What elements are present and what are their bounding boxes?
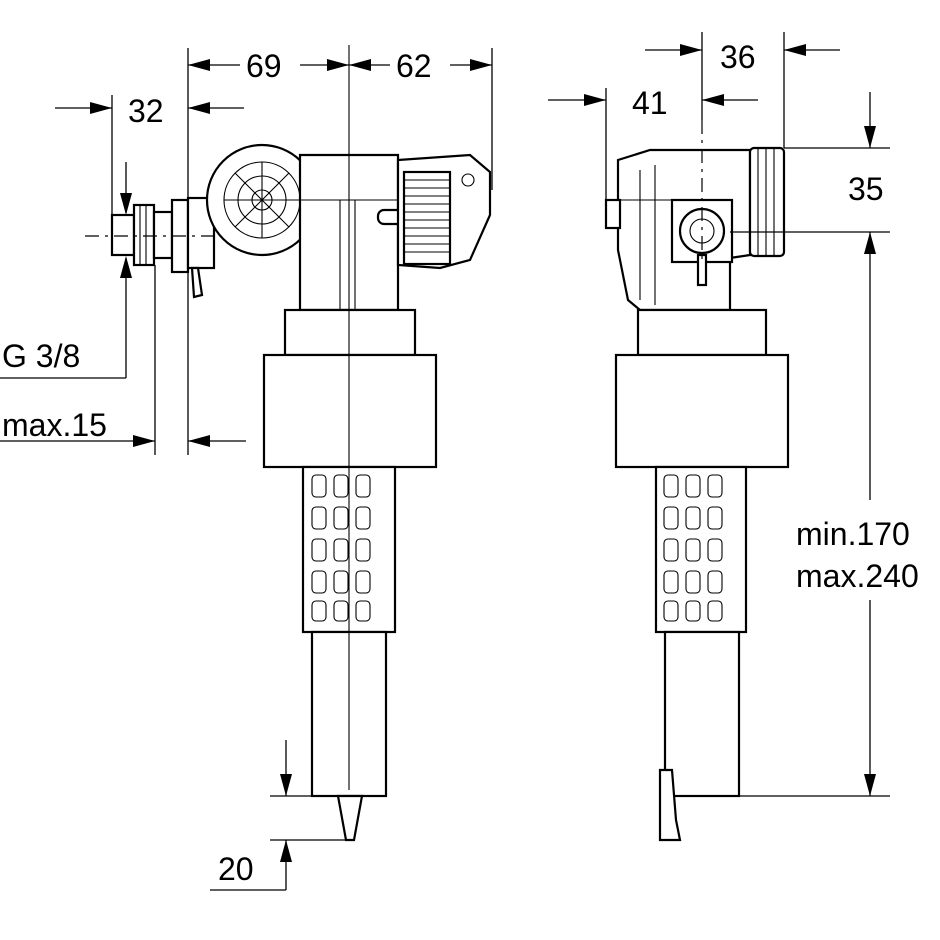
- side-view: 36 41 35 min.170 max.240: [548, 32, 919, 842]
- float-body: [262, 353, 438, 469]
- dim-label-69: 69: [246, 48, 282, 84]
- front-view: 69 62 32 G 3/8 max.15: [0, 45, 493, 891]
- dimension-bottom: [210, 740, 346, 891]
- dim-label-36: 36: [720, 39, 756, 75]
- side-telescopic-tube: [654, 465, 748, 634]
- valve-head: [298, 153, 492, 312]
- side-outlet-nozzle: [658, 768, 682, 842]
- inlet-connector: [85, 196, 216, 299]
- dim-label-32: 32: [128, 93, 164, 129]
- thread-label: G 3/8: [2, 338, 80, 374]
- height-min-label: min.170: [796, 516, 910, 552]
- side-float-body: [614, 353, 790, 469]
- dimension-height: [739, 600, 890, 797]
- dimension-36: [645, 32, 840, 148]
- dimension-35: [730, 92, 890, 500]
- dimension-width: [187, 48, 493, 455]
- outlet-nozzle: [336, 794, 364, 842]
- dimension-41: [548, 88, 758, 200]
- side-upper-sleeve: [636, 308, 768, 357]
- dim-label-20: 20: [218, 851, 254, 887]
- dim-label-41: 41: [632, 85, 668, 121]
- wall-label: max.15: [2, 407, 107, 443]
- dim-label-62: 62: [396, 48, 432, 84]
- dimension-wall: [0, 265, 246, 455]
- upper-sleeve: [283, 308, 417, 357]
- side-head: [604, 120, 786, 312]
- side-lower-pipe: [663, 630, 741, 798]
- knurling: [404, 179, 450, 253]
- dim-label-35: 35: [848, 171, 884, 207]
- height-max-label: max.240: [796, 558, 919, 594]
- dimension-inlet-offset: [55, 95, 244, 215]
- thread-leader: [0, 162, 132, 379]
